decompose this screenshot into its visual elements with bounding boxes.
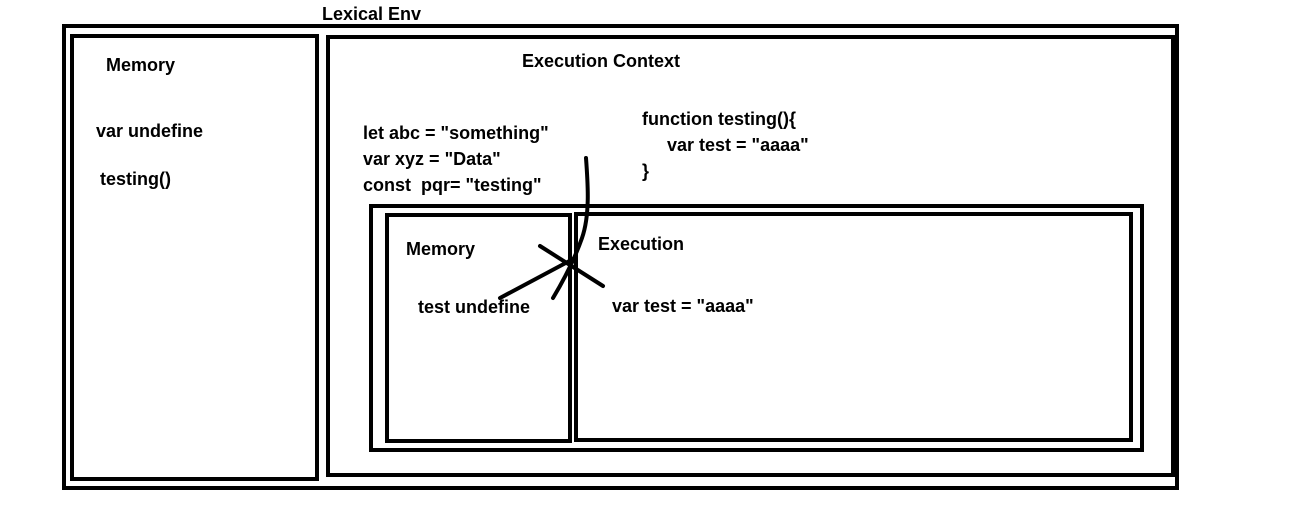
- declaration-line: const pqr= "testing": [363, 175, 542, 195]
- inner-memory-item: test undefine: [418, 297, 531, 317]
- function-code-line: var test = "aaaa": [642, 135, 809, 155]
- lexical-env-box: [62, 24, 1179, 490]
- inner-execution-title: Execution: [598, 234, 685, 254]
- outer-memory-title: Memory: [106, 55, 176, 75]
- function-definition: function testing(){ var test = "aaaa" }: [642, 106, 809, 184]
- inner-memory-box: [385, 213, 572, 443]
- global-declarations: let abc = "something" var xyz = "Data" c…: [363, 120, 549, 198]
- execution-context-box: [326, 35, 1175, 477]
- outer-memory-box: [70, 34, 319, 481]
- function-code-line: function testing(){: [642, 109, 796, 129]
- inner-execution-item: var test = "aaaa": [612, 296, 754, 316]
- outer-memory-item: var undefine: [96, 121, 204, 141]
- inner-execution-box: [574, 212, 1133, 442]
- declaration-line: var xyz = "Data": [363, 149, 501, 169]
- execution-context-title: Execution Context: [522, 51, 681, 71]
- inner-memory-title: Memory: [406, 239, 476, 259]
- function-code-line: }: [642, 161, 650, 181]
- outer-memory-item: testing(): [100, 169, 171, 189]
- function-execution-context-box: [369, 204, 1144, 452]
- lexical-env-title: Lexical Env: [322, 4, 422, 24]
- declaration-line: let abc = "something": [363, 123, 549, 143]
